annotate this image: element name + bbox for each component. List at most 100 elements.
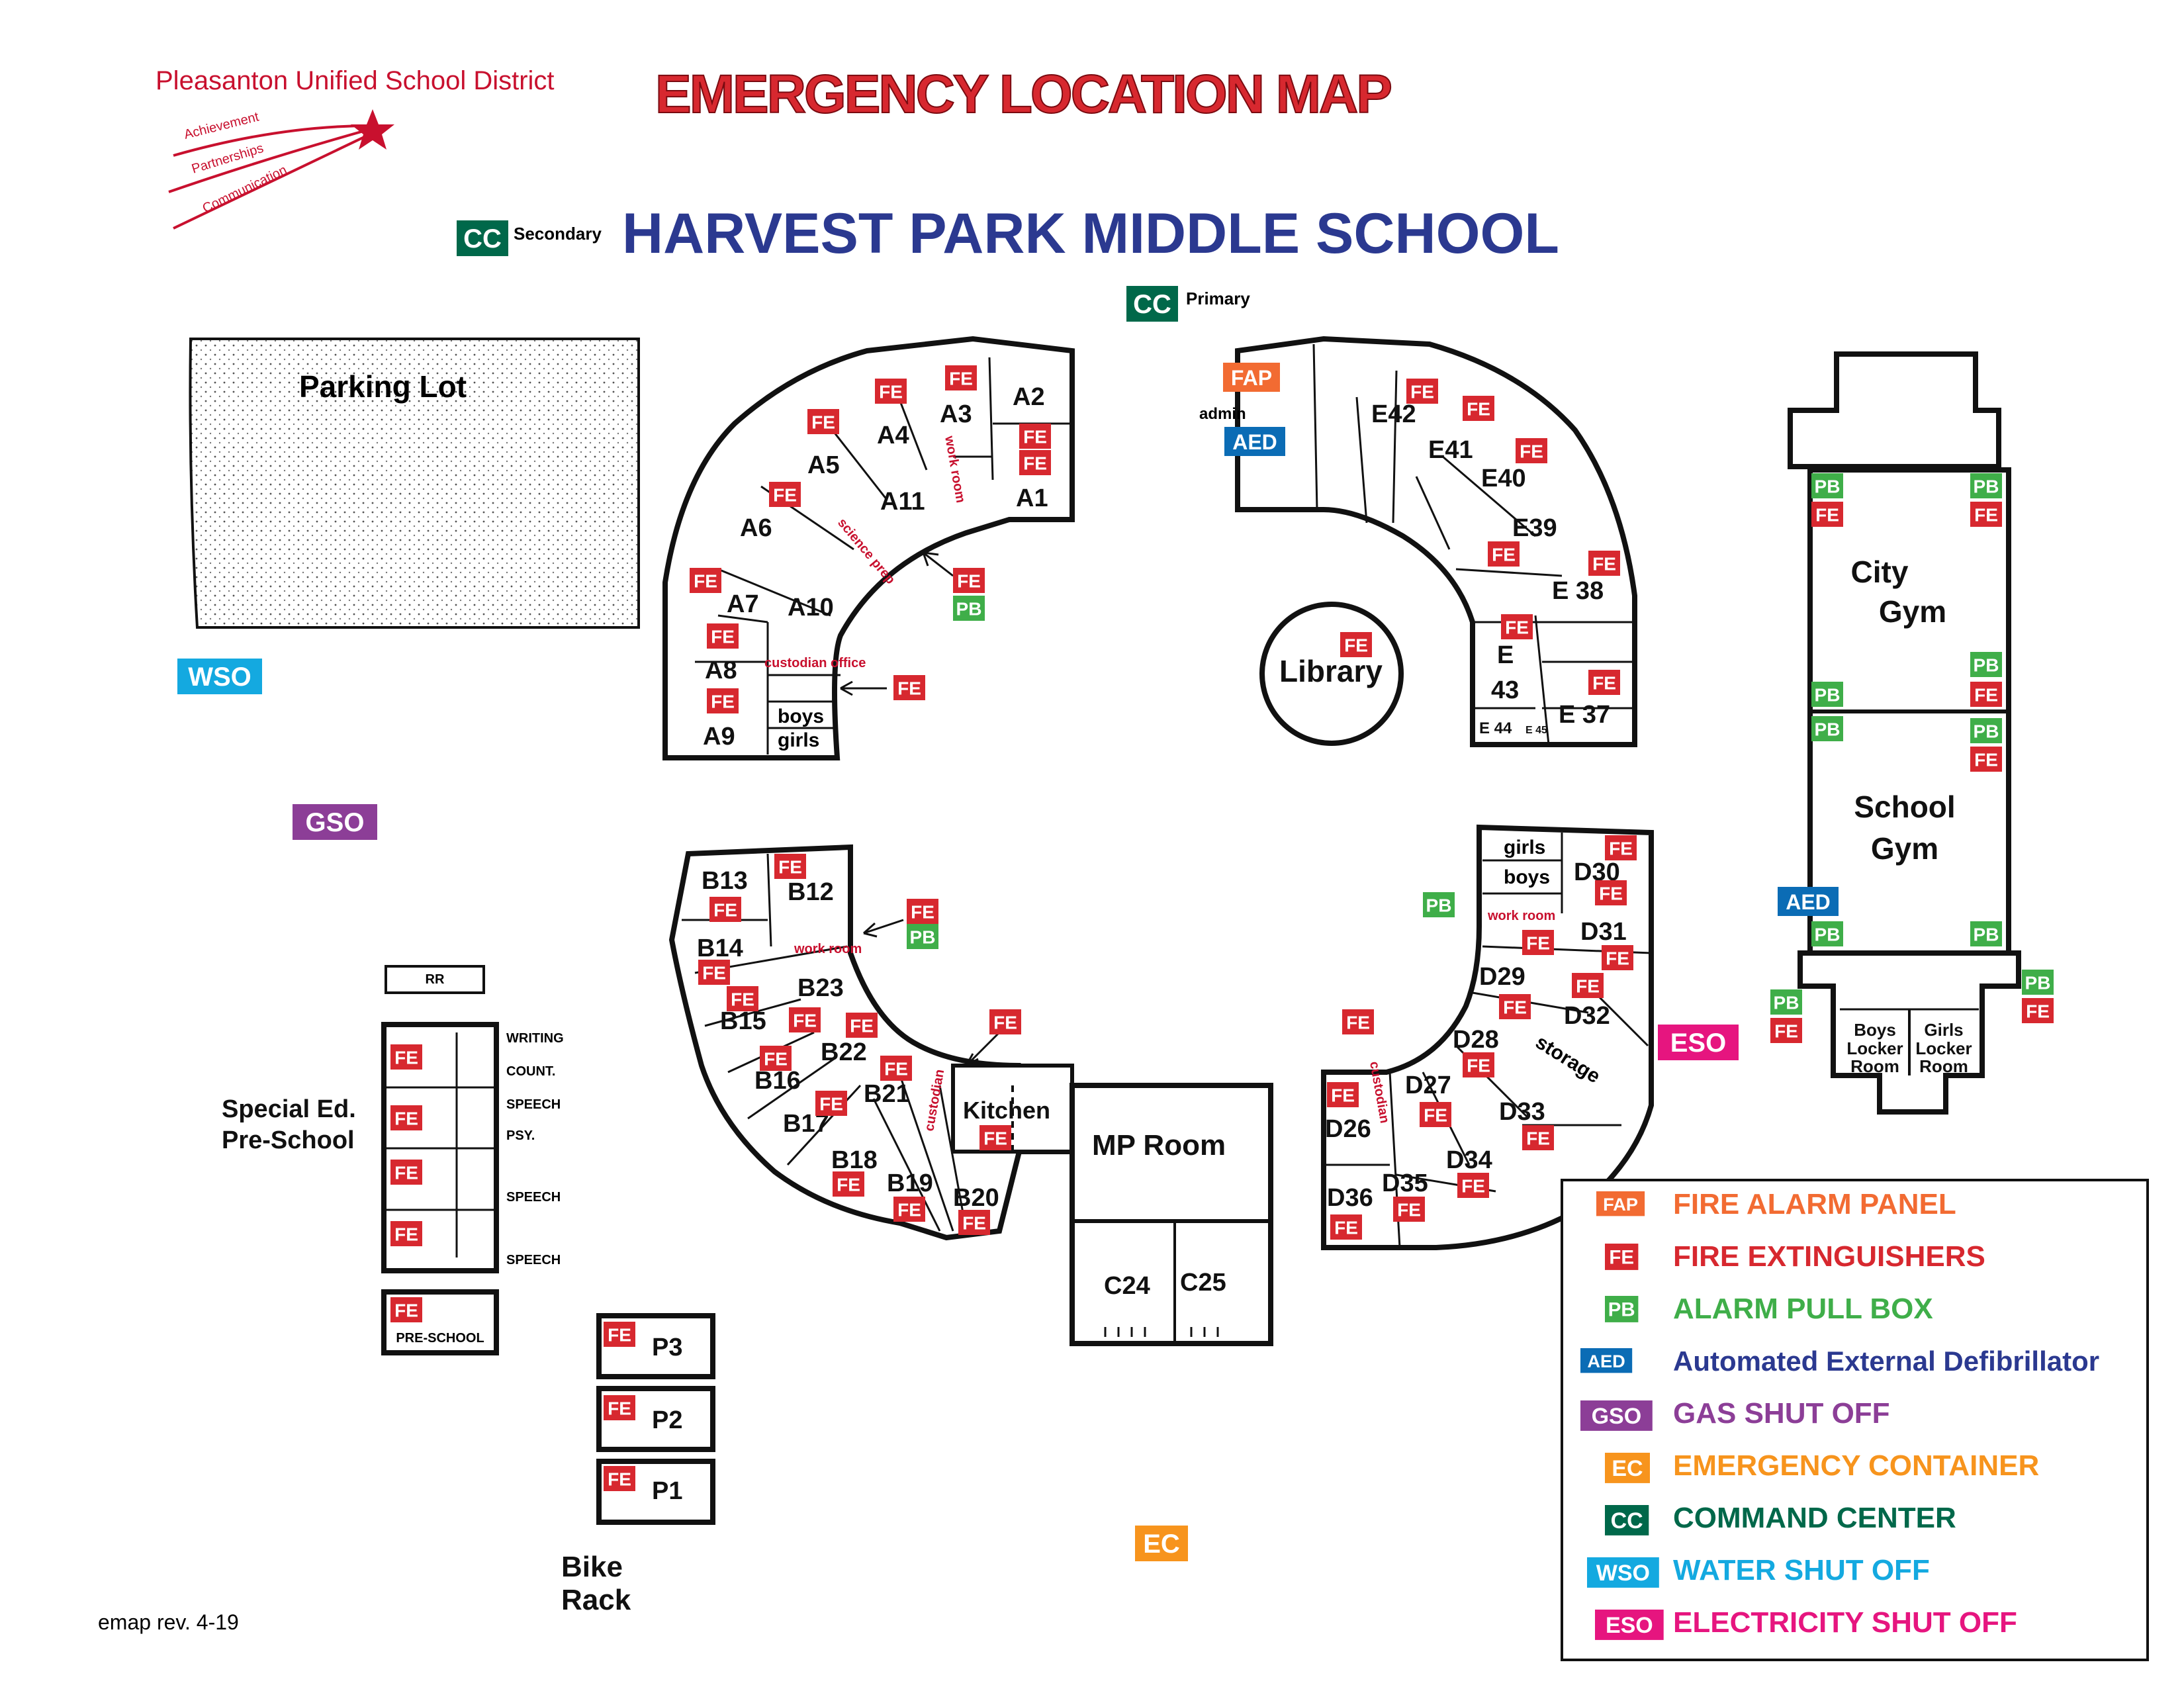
legend-wso-label: WATER SHUT OFF	[1673, 1554, 1930, 1586]
svg-text:CC: CC	[1611, 1508, 1643, 1533]
pre-school-label: PRE-SCHOOL	[396, 1331, 484, 1346]
fe-marker-71: FE	[1327, 1082, 1359, 1107]
svg-text:FE: FE	[911, 902, 934, 923]
room-b14: B14	[697, 935, 743, 962]
svg-text:PB: PB	[1974, 655, 1999, 676]
fe-marker-57: FE	[815, 1091, 847, 1116]
svg-text:FE: FE	[1492, 545, 1516, 565]
b-work-room-label: work room	[794, 942, 862, 956]
aed-marker-8: AED	[1224, 427, 1285, 456]
svg-text:GSO: GSO	[1592, 1404, 1642, 1429]
room-a11: A11	[880, 488, 925, 516]
fe-marker-46: FE	[774, 854, 806, 879]
legend-aed-label: Automated External Defibrillator	[1673, 1346, 2099, 1377]
legend-cc-swatch: CC	[1605, 1505, 1649, 1535]
svg-text:FE: FE	[1023, 427, 1047, 447]
svg-text:PB: PB	[1608, 1299, 1635, 1320]
fe-marker-39: FE	[1970, 747, 2002, 772]
room-b16: B16	[754, 1067, 801, 1095]
spec-room-count: COUNT.	[506, 1064, 555, 1079]
room-e41: E41	[1428, 436, 1473, 464]
svg-text:FE: FE	[1346, 1013, 1370, 1033]
room-e44: E 44	[1479, 719, 1512, 737]
fe-marker-78: FE	[390, 1105, 422, 1130]
room-a5: A5	[807, 451, 840, 479]
room-d33: D33	[1499, 1098, 1545, 1126]
svg-text:PB: PB	[1815, 719, 1841, 740]
svg-text:FE: FE	[993, 1013, 1017, 1033]
fe-marker-83: FE	[604, 1395, 635, 1420]
star-icon	[351, 109, 394, 150]
fe-marker-61: FE	[979, 1125, 1011, 1150]
svg-text:FAP: FAP	[1231, 366, 1272, 390]
svg-text:FE: FE	[1410, 382, 1434, 402]
eso-marker-5: ESO	[1658, 1025, 1739, 1060]
cc-secondary-label: Secondary	[514, 224, 602, 244]
svg-text:FE: FE	[884, 1059, 908, 1079]
svg-text:PB: PB	[1974, 721, 1999, 742]
svg-text:FE: FE	[793, 1011, 817, 1031]
boys-locker-line3: Room	[1850, 1056, 1899, 1076]
special-ed-line2: Pre-School	[222, 1126, 355, 1154]
fe-marker-80: FE	[390, 1221, 422, 1246]
mp-room-label: MP Room	[1092, 1129, 1226, 1162]
svg-text:PB: PB	[2025, 973, 2051, 993]
wso-marker-3: WSO	[177, 659, 262, 694]
svg-text:FE: FE	[608, 1469, 631, 1490]
room-d26: D26	[1325, 1115, 1371, 1143]
svg-text:FE: FE	[819, 1094, 843, 1115]
svg-text:PB: PB	[1815, 925, 1841, 945]
svg-text:CC: CC	[1133, 290, 1171, 319]
legend-ec-label: EMERGENCY CONTAINER	[1673, 1449, 2039, 1482]
legend-pb-swatch: PB	[1605, 1296, 1639, 1322]
fe-marker-44: FE	[2022, 998, 2054, 1023]
room-p2: P2	[652, 1406, 682, 1434]
pb-marker-49: PB	[907, 924, 938, 949]
svg-text:FE: FE	[394, 1301, 418, 1321]
fe-marker-28: FE	[1588, 670, 1620, 695]
svg-text:FE: FE	[1424, 1105, 1447, 1126]
map-title: EMERGENCY LOCATION MAP	[655, 64, 1390, 124]
room-a4: A4	[877, 422, 909, 449]
svg-text:FE: FE	[879, 382, 903, 402]
boys-locker-line2: Locker	[1846, 1038, 1903, 1058]
fe-marker-51: FE	[727, 986, 758, 1011]
pb-marker-42: PB	[2022, 970, 2054, 995]
city-gym-line2: Gym	[1879, 594, 1946, 629]
svg-text:ESO: ESO	[1670, 1028, 1726, 1058]
fe-marker-59: FE	[893, 1197, 925, 1222]
fe-marker-23: FE	[1463, 396, 1494, 421]
fe-marker-50: FE	[698, 960, 730, 985]
room-b22: B22	[821, 1038, 867, 1066]
svg-text:FE: FE	[1331, 1085, 1355, 1106]
room-c25: C25	[1180, 1269, 1226, 1297]
fe-marker-76: FE	[1330, 1214, 1362, 1240]
school-gym-line1: School	[1854, 790, 1955, 824]
d-girls-label: girls	[1504, 837, 1545, 858]
room-a10: A10	[788, 594, 834, 621]
svg-text:FE: FE	[1974, 750, 1998, 770]
svg-text:EC: EC	[1612, 1456, 1643, 1481]
a-girls-label: girls	[778, 729, 819, 751]
svg-text:FE: FE	[608, 1398, 631, 1419]
svg-text:FE: FE	[1344, 635, 1368, 656]
svg-text:WSO: WSO	[1596, 1561, 1650, 1586]
svg-text:FE: FE	[394, 1163, 418, 1183]
fe-marker-22: FE	[1406, 379, 1438, 404]
svg-text:ESO: ESO	[1606, 1613, 1653, 1638]
fe-marker-10: FE	[875, 379, 907, 404]
fe-marker-27: FE	[1501, 614, 1533, 639]
girls-locker-line1: Girls	[1924, 1020, 1963, 1040]
fe-marker-21: FE	[893, 675, 925, 700]
room-b12: B12	[788, 878, 834, 906]
svg-text:FE: FE	[1526, 933, 1550, 954]
svg-text:PB: PB	[1974, 477, 1999, 497]
room-d27: D27	[1405, 1072, 1451, 1099]
fe-marker-75: FE	[1393, 1197, 1425, 1222]
svg-text:FE: FE	[1023, 453, 1047, 474]
spec-room-writing: WRITING	[506, 1031, 564, 1046]
legend-fe-label: FIRE EXTINGUISHERS	[1673, 1240, 1985, 1273]
svg-text:FE: FE	[1467, 1056, 1490, 1076]
fe-marker-45: FE	[1770, 1018, 1802, 1043]
